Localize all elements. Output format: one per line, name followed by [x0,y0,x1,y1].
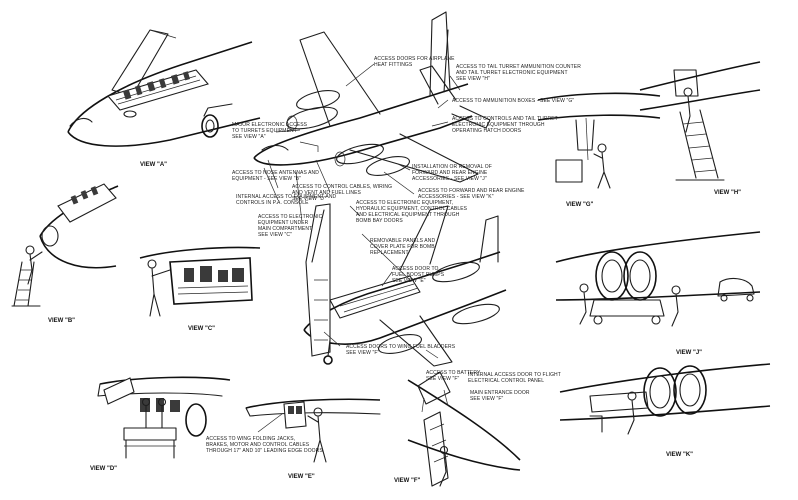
callout-control-cables-wiring: ACCESS TO CONTROL CABLES, WIRING AND VEN… [292,184,393,202]
callout-major-electronic-access: MAJOR ELECTRONIC ACCESS TO TURRETS EQUIP… [232,122,308,140]
aircraft-lower-view [303,203,507,367]
callout-fuel-boost-pumps: ACCESS DOOR TO FUEL BOOST PUMPS SEE VIEW… [392,266,445,284]
view-k-drawing [559,363,771,435]
callout-electronic-equipment-main-compartment: ACCESS TO ELECTRONIC EQUIPMENT UNDER MAI… [258,214,323,238]
view-d-label: VIEW "D" [90,466,118,472]
callout-battery: ACCESS TO BATTERY SEE VIEW "F" [426,370,481,382]
view-f-label: VIEW "F" [394,478,421,484]
view-h-label: VIEW "H" [714,190,742,196]
callout-airplane-heat-fittings: ACCESS DOORS FOR AIRPLANE HEAT FITTINGS [374,56,455,68]
view-c-label: VIEW "C" [188,326,216,332]
view-k-label: VIEW "K" [666,452,694,458]
view-e-drawing [245,398,381,463]
callout-tail-turret-controls: ACCESS TO CONTROLS AND TAIL TURRET ELECT… [452,116,558,134]
view-g-label: VIEW "G" [566,202,594,208]
view-e-label: VIEW "E" [288,474,315,480]
view-d-drawing [97,376,231,459]
callout-pa-console: INTERNAL ACCESS TO EQUIPMENT AND CONTROL… [236,194,337,206]
callout-leader-lines [257,63,461,433]
callout-ammunition-boxes: ACCESS TO AMMUNITION BOXES - SEE VIEW "G… [452,98,575,104]
callout-flight-electrical-panel: INTERNAL ACCESS DOOR TO FLIGHT ELECTRICA… [468,372,561,384]
view-j-label: VIEW "J" [676,350,703,356]
view-f-drawing [407,371,521,487]
callout-wing-folding-jacks: ACCESS TO WING FOLDING JACKS, BRAKES, MO… [206,436,323,454]
callout-nose-antennas: ACCESS TO NOSE ANTENNAS AND EQUIPMENT - … [232,170,319,182]
view-b-drawing [11,183,119,307]
view-a-label: VIEW "A" [140,162,168,168]
view-c-drawing [139,246,261,317]
view-b-label: VIEW "B" [48,318,76,324]
callout-main-entrance-door: MAIN ENTRANCE DOOR SEE VIEW "F" [470,390,530,402]
view-h-drawing [639,61,761,181]
callout-engine-accessories-access: ACCESS TO FORWARD AND REAR ENGINE ACCESS… [418,188,525,200]
callout-bomb-bay-equipment: ACCESS TO ELECTRONIC EQUIPMENT, HYDRAULI… [356,200,468,224]
view-a-drawing [67,29,261,147]
view-g-drawing [537,92,661,189]
callout-wing-fuel-bladders: ACCESS DOORS TO WING FUEL BLADDERS SEE V… [346,344,456,356]
aircraft-upper-view [253,11,491,183]
callout-removable-panels: REMOVABLE PANELS AND COVER PLATE FOR BOM… [370,238,436,256]
callout-tail-turret-ammunition: ACCESS TO TAIL TURRET AMMUNITION COUNTER… [456,64,581,82]
callout-engine-accessories-removal: INSTALLATION OR REMOVAL OF FORWARD AND R… [412,164,492,182]
view-j-drawing [555,231,761,327]
